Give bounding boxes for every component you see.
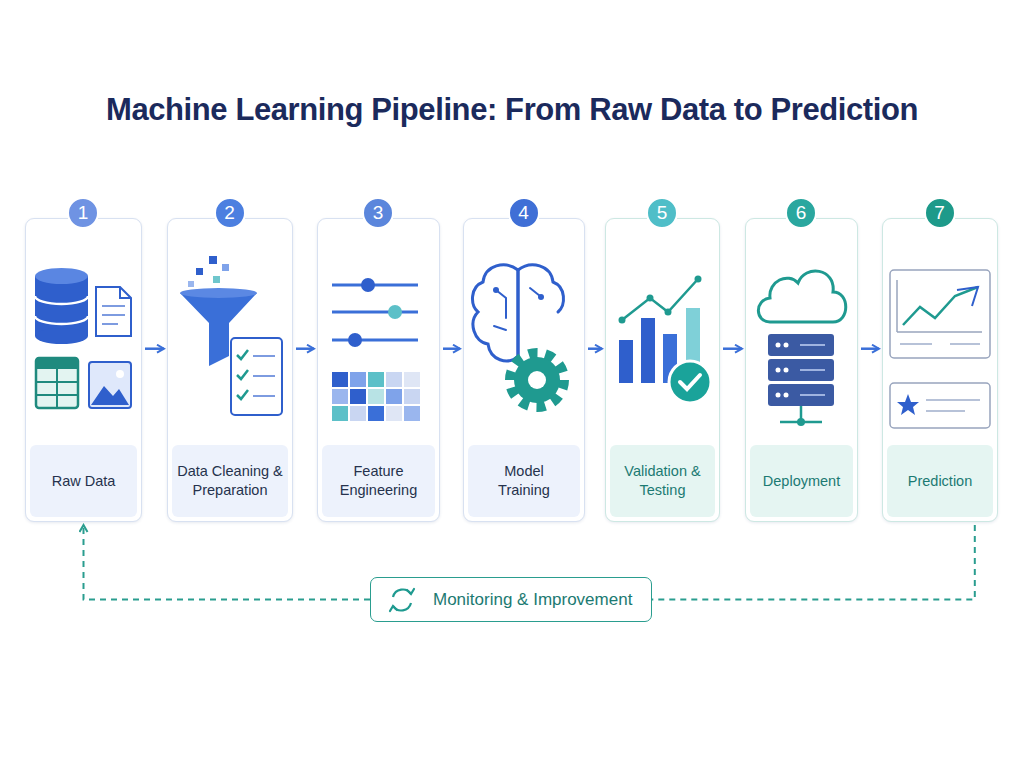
diagram-title: Machine Learning Pipeline: From Raw Data… bbox=[0, 92, 1024, 128]
cycle-icon bbox=[390, 589, 414, 611]
node-label: Feature Engineering bbox=[329, 462, 429, 500]
step-number: 5 bbox=[657, 202, 668, 224]
node-label: Data Cleaning & Preparation bbox=[172, 462, 288, 500]
label-band: Raw Data bbox=[30, 445, 137, 517]
step-number-circle: 6 bbox=[785, 197, 817, 229]
feedback-loop-line bbox=[84, 525, 371, 600]
node-label: Monitoring & Improvement bbox=[433, 590, 632, 610]
label-band: Deployment bbox=[750, 445, 853, 517]
label-band: Validation & Testing bbox=[610, 445, 715, 517]
flow-arrow bbox=[588, 347, 602, 350]
label-band: Data Cleaning & Preparation bbox=[172, 445, 288, 517]
step-number-circle: 5 bbox=[646, 197, 678, 229]
feedback-loop-line bbox=[652, 525, 975, 600]
flow-arrow bbox=[145, 347, 164, 350]
document-icon bbox=[96, 287, 131, 336]
flow-arrow bbox=[723, 347, 742, 350]
node-label: Validation & Testing bbox=[613, 462, 713, 500]
step-number: 3 bbox=[373, 202, 384, 224]
step-number-circle: 4 bbox=[508, 197, 540, 229]
sliders-icon bbox=[332, 278, 418, 347]
step-number-circle: 3 bbox=[362, 197, 394, 229]
step-number: 6 bbox=[796, 202, 807, 224]
process-card: Prediction7 bbox=[882, 218, 998, 522]
label-band: Model Training bbox=[468, 445, 580, 517]
node-label: Deployment bbox=[763, 472, 840, 491]
image-icon bbox=[89, 362, 131, 408]
step-number: 4 bbox=[518, 202, 529, 224]
feedback-box: Monitoring & Improvement bbox=[370, 577, 652, 622]
step-number: 1 bbox=[78, 202, 89, 224]
node-label: Prediction bbox=[908, 472, 972, 491]
validation-chart bbox=[619, 276, 712, 404]
step-number-circle: 7 bbox=[924, 197, 956, 229]
flow-arrow bbox=[443, 347, 460, 350]
step-number-circle: 1 bbox=[67, 197, 99, 229]
node-label: Raw Data bbox=[52, 472, 116, 491]
cloud-server-icon bbox=[758, 271, 845, 426]
node-label: Model Training bbox=[484, 462, 564, 500]
label-band: Prediction bbox=[887, 445, 993, 517]
flow-arrow bbox=[861, 347, 879, 350]
report-icon bbox=[890, 270, 990, 428]
flow-arrow bbox=[296, 347, 314, 350]
step-number-circle: 2 bbox=[214, 197, 246, 229]
label-band: Feature Engineering bbox=[322, 445, 435, 517]
step-number: 7 bbox=[934, 202, 945, 224]
brain-icon bbox=[473, 265, 564, 361]
step-number: 2 bbox=[224, 202, 235, 224]
process-card: Feature Engineering3 bbox=[317, 218, 440, 522]
feature-grid bbox=[332, 372, 420, 421]
checklist-icon bbox=[231, 338, 282, 415]
gear-icon bbox=[510, 353, 564, 407]
database-icon bbox=[35, 268, 88, 344]
spreadsheet-icon bbox=[36, 358, 78, 408]
